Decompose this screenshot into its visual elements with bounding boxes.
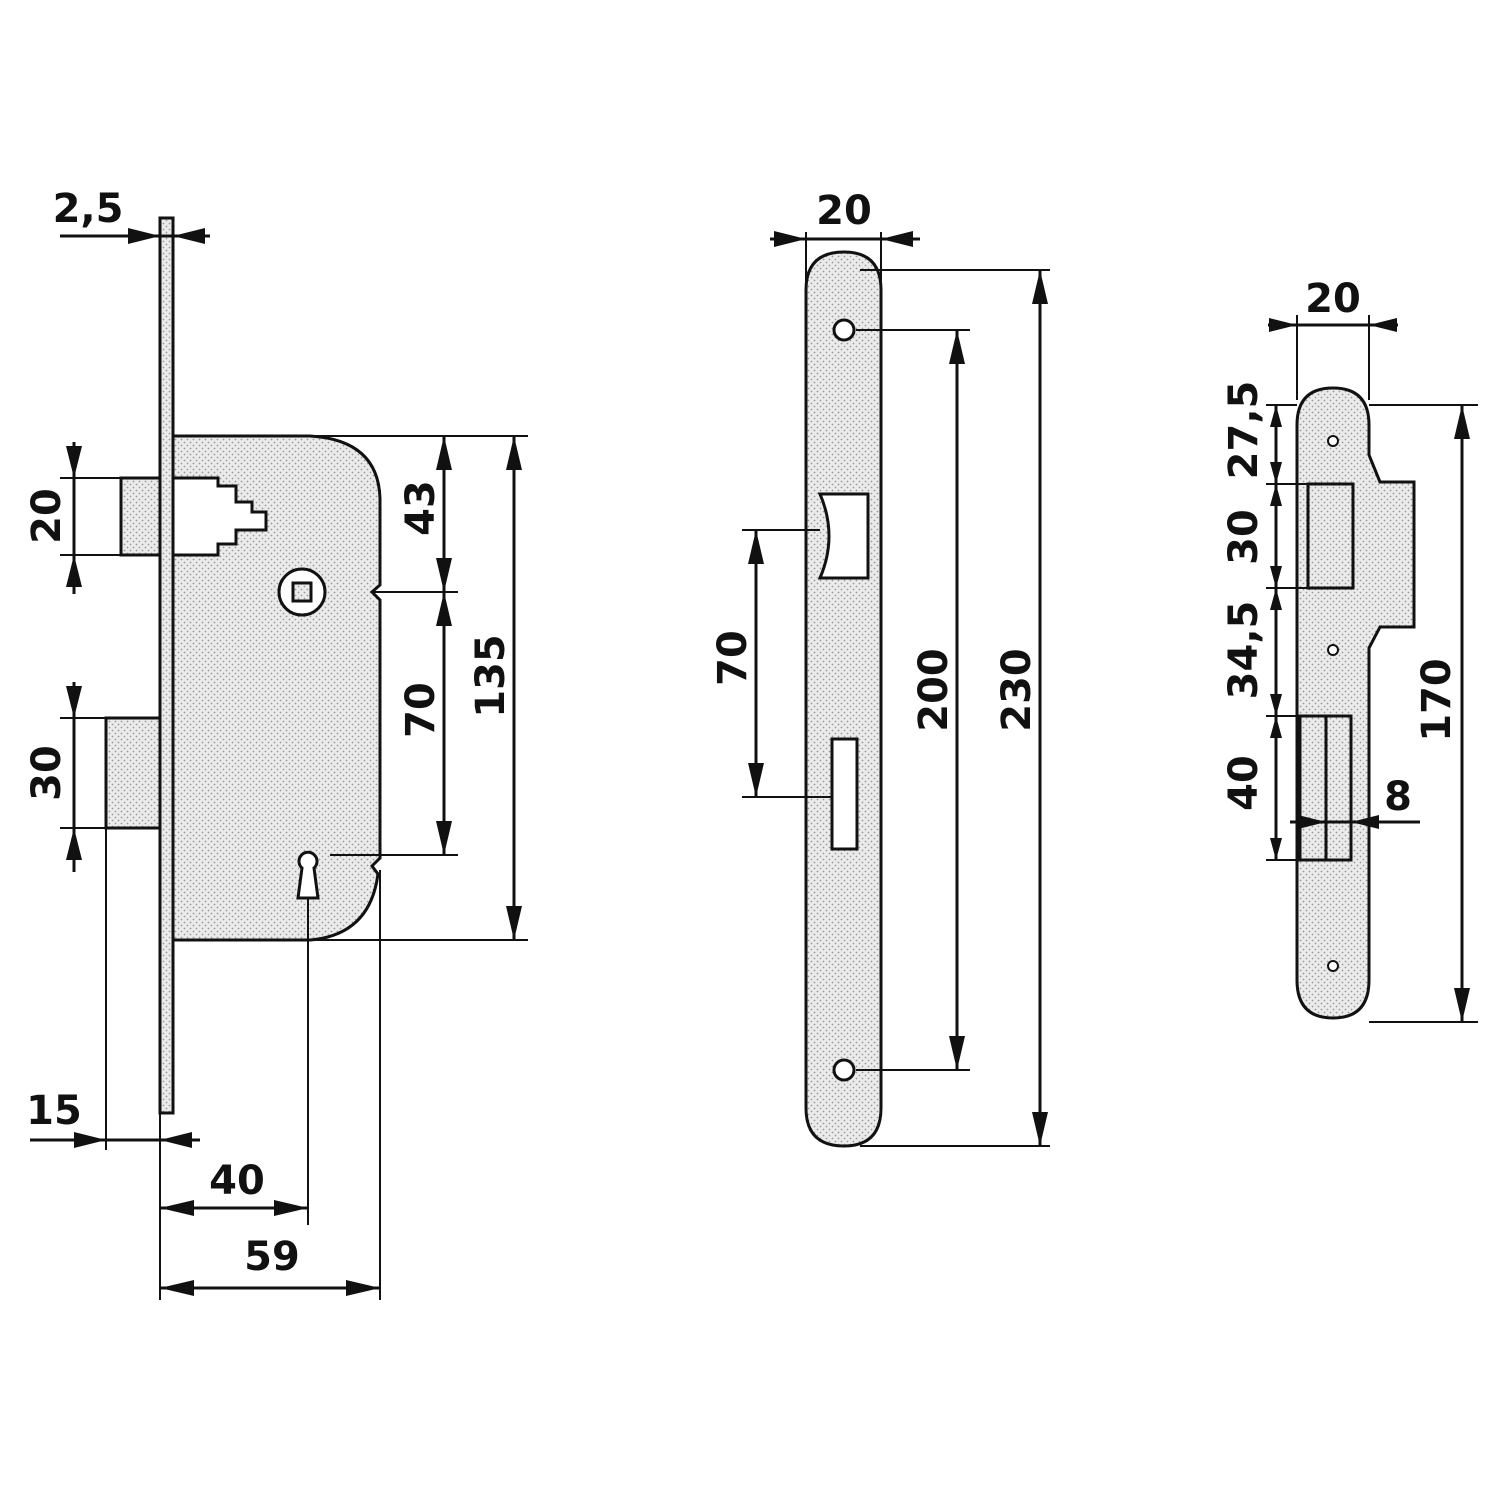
dim-faceplate-thickness: 2,5 (53, 186, 210, 244)
strike-screw-top (1327, 435, 1339, 447)
screw-hole-top (832, 318, 856, 342)
dim-follower-offset: 43 (398, 436, 452, 592)
deadbolt (104, 716, 162, 830)
dim-label: 8 (1384, 774, 1412, 820)
faceplate-outline (804, 250, 883, 1148)
lock-case (171, 434, 382, 942)
lock-body-view: 2,5 20 30 43 70 (24, 186, 528, 1300)
dim-label: 135 (468, 634, 514, 718)
strike-extension-lines (1266, 315, 1478, 1023)
dim-body-height: 135 (468, 436, 522, 940)
latch-bolt (119, 476, 162, 557)
dim-deadbolt-height: 30 (24, 682, 82, 872)
strike-screw-middle (1327, 644, 1339, 656)
dim-strike-chain (1270, 405, 1282, 860)
dim-label: 170 (1414, 658, 1460, 742)
screw-hole-bottom (832, 1058, 856, 1082)
dim-label: 43 (398, 480, 444, 536)
strike-plate-view: 20 27,5 30 34,5 40 8 170 (1221, 276, 1478, 1023)
follower-square (291, 581, 313, 603)
dim-faceplate-offset: 15 (26, 1088, 200, 1148)
dim-total-length: 230 (994, 270, 1048, 1146)
dim-latch-height: 20 (24, 442, 82, 594)
dim-label: 20 (24, 488, 70, 544)
dim-label: 20 (816, 188, 872, 234)
keyhole (296, 850, 320, 900)
lock-faceplate (158, 216, 175, 1115)
dim-label: 59 (244, 1234, 300, 1280)
dim-backset: 40 (160, 1158, 308, 1216)
dim-label: 70 (398, 682, 444, 738)
latch-opening (817, 492, 870, 580)
dim-label: 230 (994, 648, 1040, 732)
dim-strike-total-length: 170 (1414, 405, 1470, 1022)
dim-label-top-offset: 27,5 (1221, 381, 1267, 480)
strike-screw-bottom (1327, 960, 1339, 972)
dim-body-depth: 59 (160, 1234, 380, 1296)
dim-faceplate-width: 20 (770, 188, 920, 247)
dim-label: 200 (911, 648, 957, 732)
dim-opening-depth: 8 (1290, 774, 1420, 829)
dim-strike-width: 20 (1268, 276, 1398, 332)
dim-screw-spacing: 200 (911, 330, 965, 1070)
faceplate-view: 20 70 200 230 (710, 188, 1050, 1148)
dim-label: 40 (209, 1158, 265, 1204)
dim-label: 30 (24, 745, 70, 801)
latch-tail (171, 476, 268, 557)
deadbolt-opening (830, 737, 859, 851)
dim-label: 2,5 (53, 186, 124, 232)
dim-label: 70 (710, 630, 756, 686)
strike-latch-opening (1306, 482, 1355, 590)
dim-label-latch-opening: 30 (1221, 509, 1267, 565)
dim-label-between-openings: 34,5 (1221, 601, 1267, 700)
dim-label-bolt-opening: 40 (1221, 755, 1267, 811)
dim-label: 15 (26, 1088, 82, 1134)
dim-bolt-spacing: 70 (710, 530, 764, 797)
faceplate-extension-lines (742, 232, 1050, 1147)
dim-handle-to-key: 70 (398, 592, 452, 855)
dim-label: 20 (1305, 276, 1361, 322)
